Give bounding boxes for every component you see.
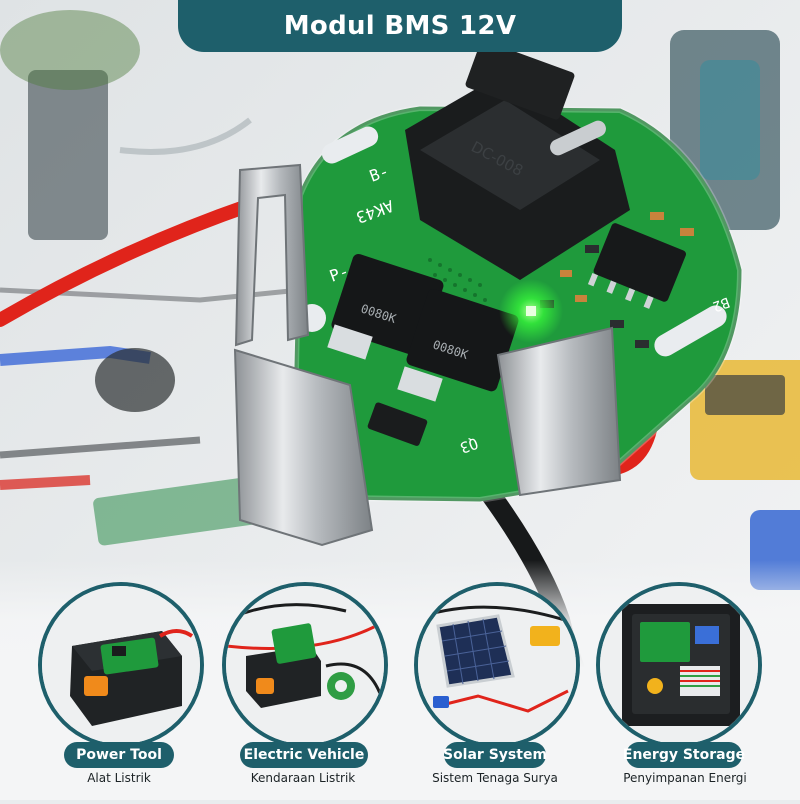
storage-box-icon bbox=[596, 582, 762, 748]
application-sublabel-power-tool: Alat Listrik bbox=[87, 771, 151, 785]
label-b2: B2 bbox=[710, 294, 731, 315]
application-sublabel-energy-storage: Penyimpanan Energi bbox=[623, 771, 747, 785]
application-label-energy-storage: Energy Storage bbox=[623, 742, 745, 768]
page-title: Modul BMS 12V bbox=[283, 11, 517, 41]
application-label-solar-system: Solar System bbox=[443, 742, 547, 768]
solar-panel-icon bbox=[414, 582, 580, 748]
battery-pack-icon bbox=[38, 582, 204, 748]
title-banner: Modul BMS 12V bbox=[178, 0, 622, 52]
label-q3: Q3 bbox=[457, 434, 480, 457]
application-sublabel-solar-system: Sistem Tenaga Surya bbox=[432, 771, 558, 785]
application-card-power-tool bbox=[38, 582, 204, 748]
application-card-solar-system bbox=[414, 582, 580, 748]
application-card-energy-storage bbox=[596, 582, 762, 748]
application-label-electric-vehicle: Electric Vehicle bbox=[240, 742, 368, 768]
application-card-electric-vehicle bbox=[222, 582, 388, 748]
application-sublabel-electric-vehicle: Kendaraan Listrik bbox=[250, 771, 356, 785]
application-label-power-tool: Power Tool bbox=[64, 742, 174, 768]
ev-battery-icon bbox=[222, 582, 388, 748]
